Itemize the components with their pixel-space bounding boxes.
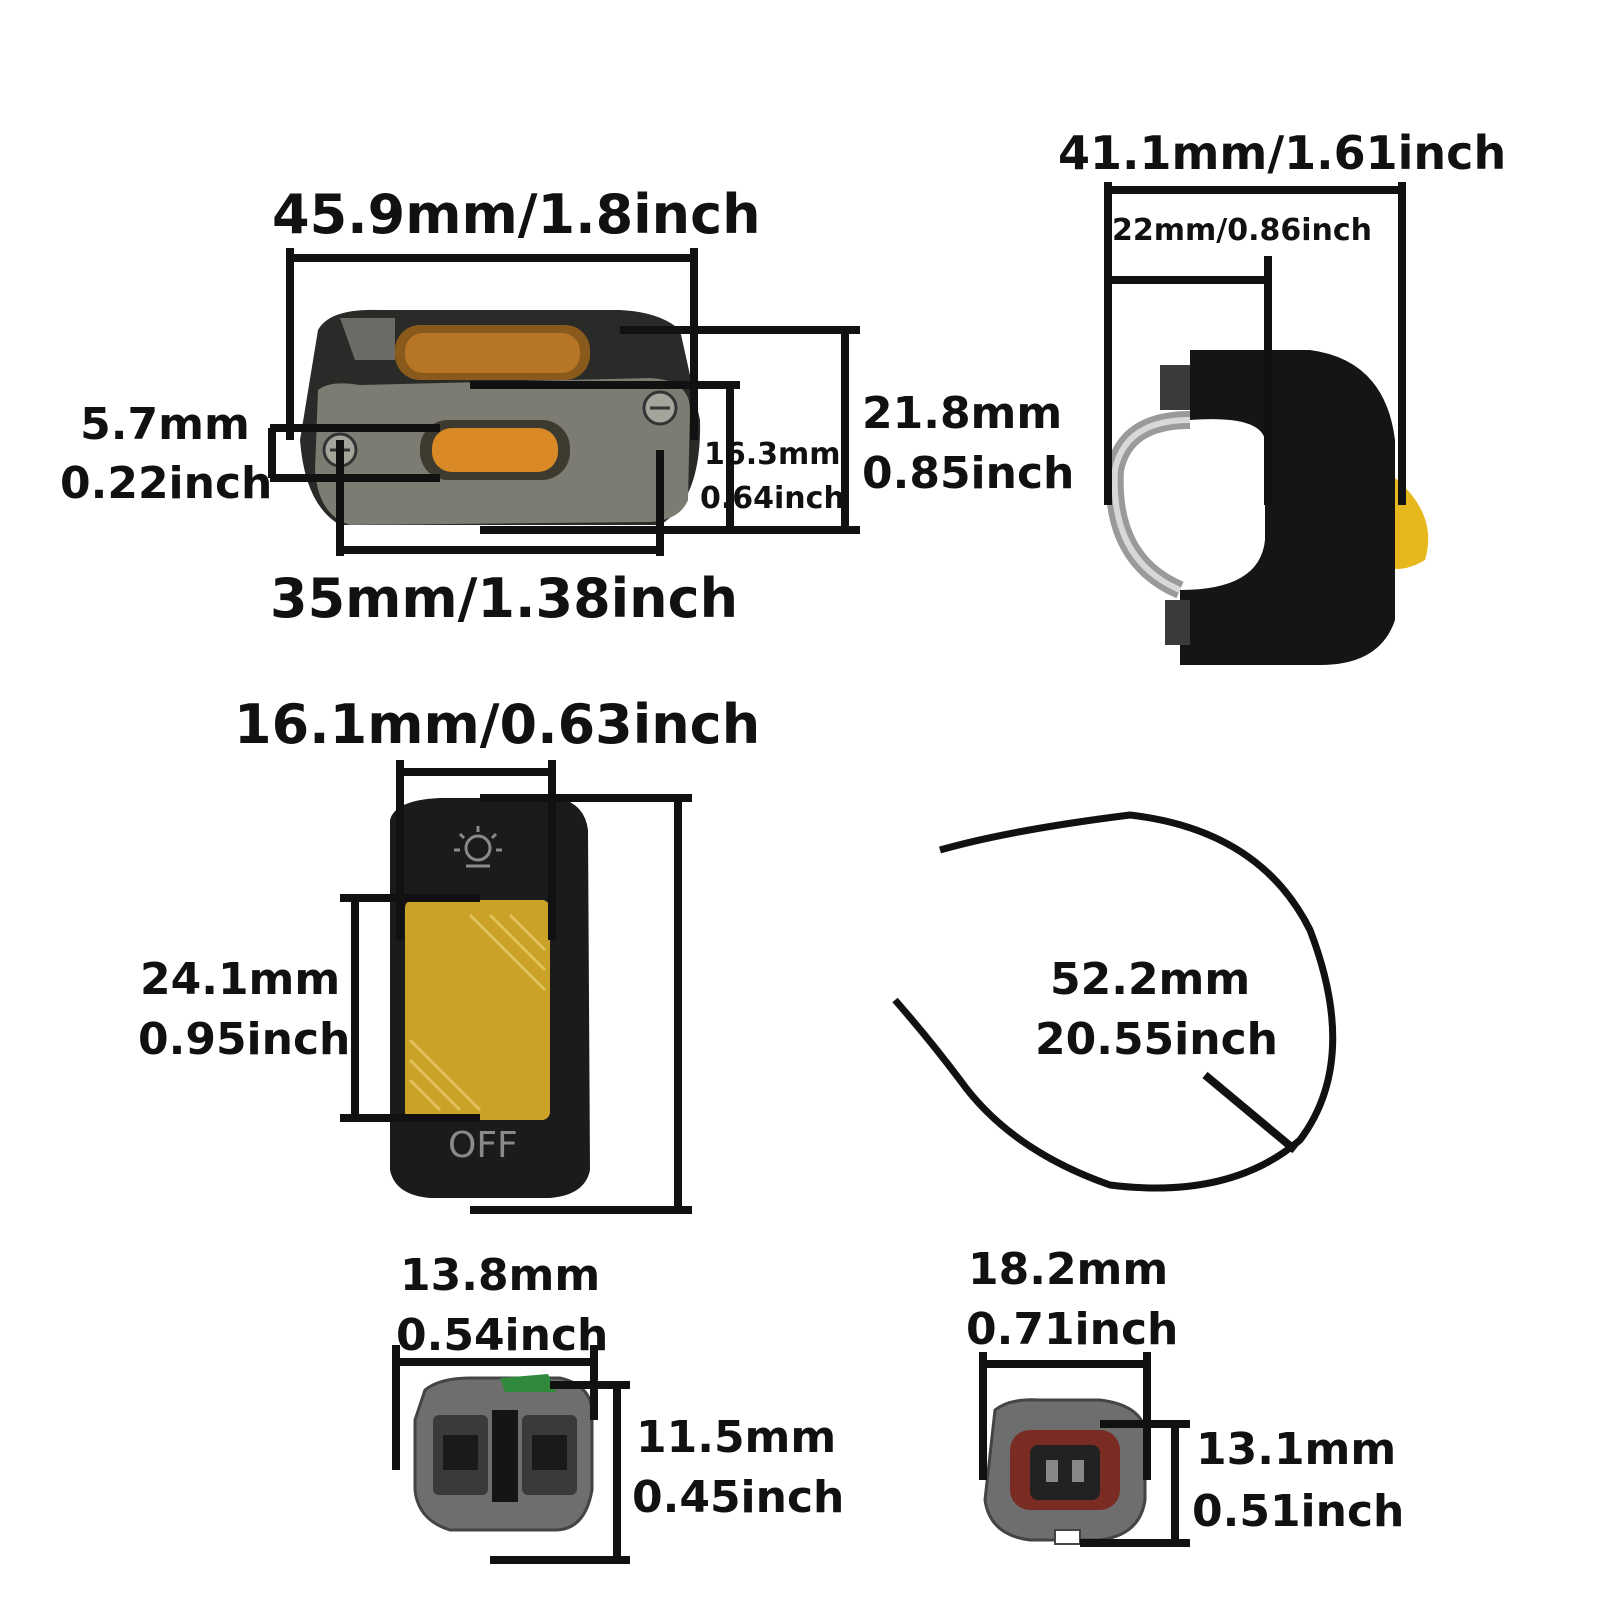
connector-left-width-mm-label: 13.8mm: [400, 1250, 601, 1301]
top-view-dimension-lines: [268, 248, 860, 556]
top-view-overall-height-in-label: 0.85inch: [862, 448, 1075, 499]
connector-left-dimension-lines: [392, 1345, 630, 1564]
connector-left-width-in-label: 0.54inch: [396, 1310, 609, 1361]
switch-side-view: [1105, 350, 1429, 665]
connector-right-width-in-label: 0.71inch: [966, 1304, 1179, 1355]
connector-left: [413, 1374, 594, 1532]
connector-right: [983, 1398, 1147, 1545]
connector-left-height-in-label: 0.45inch: [632, 1472, 845, 1523]
switch-top-view: [300, 309, 701, 525]
top-view-mount-width-label: 35mm/1.38inch: [270, 567, 739, 630]
side-view-overall-width-label: 41.1mm/1.61inch: [1058, 126, 1507, 180]
connector-right-height-in-label: 0.51inch: [1192, 1486, 1405, 1537]
side-view-bar-diameter-label: 22mm/0.86inch: [1112, 213, 1373, 248]
front-view-dimension-lines: [340, 760, 692, 1214]
connector-right-dimension-lines: [979, 1352, 1190, 1547]
connector-right-height-mm-label: 13.1mm: [1196, 1424, 1397, 1475]
headlight-icon: [454, 826, 502, 868]
top-view-overall-height-mm-label: 21.8mm: [862, 388, 1063, 439]
top-view-slot-height-mm-label: 16.3mm: [704, 437, 841, 472]
top-view-side-height-mm-label: 5.7mm: [80, 399, 250, 450]
front-view-width-label: 16.1mm/0.63inch: [234, 693, 761, 756]
front-view-button-height-mm-label: 24.1mm: [140, 954, 341, 1005]
top-view-side-height-in-label: 0.22inch: [60, 458, 273, 509]
side-view-dimension-lines: [1104, 182, 1406, 505]
off-position-label: OFF: [448, 1125, 518, 1166]
cable-illustration: [892, 811, 1337, 1192]
cable-length-in-label: 20.55inch: [1035, 1014, 1278, 1065]
top-view-overall-width-label: 45.9mm/1.8inch: [272, 183, 761, 246]
cable-length-mm-label: 52.2mm: [1050, 954, 1251, 1005]
connector-right-width-mm-label: 18.2mm: [968, 1244, 1169, 1295]
top-view-slot-height-in-label: 0.64inch: [700, 481, 845, 516]
connector-left-height-mm-label: 11.5mm: [636, 1412, 837, 1463]
front-view-button-height-in-label: 0.95inch: [138, 1014, 351, 1065]
